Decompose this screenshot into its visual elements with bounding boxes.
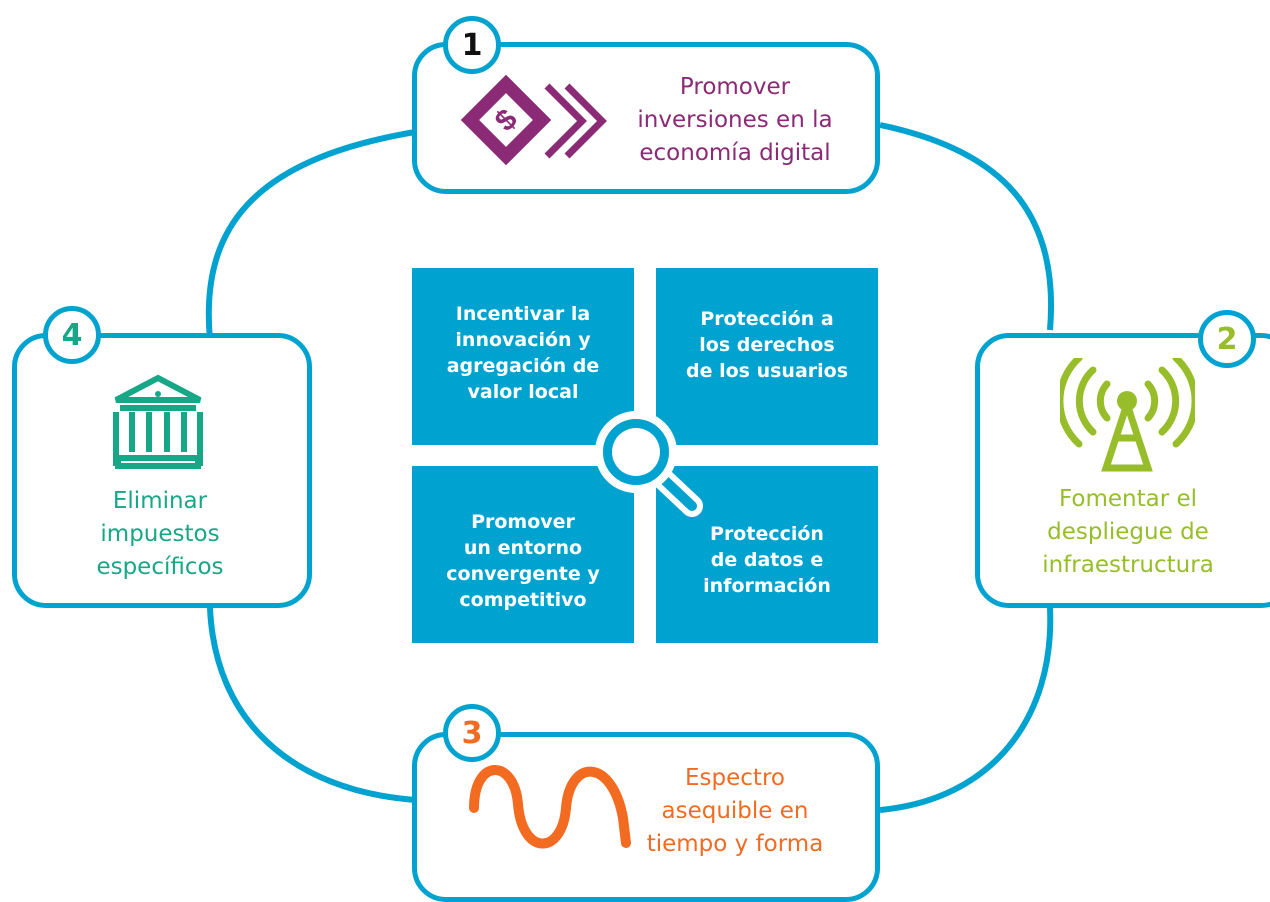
quadrant-line: competitivo [459, 588, 587, 611]
item-label-line: asequible en [661, 798, 809, 824]
magnifier-icon [595, 411, 703, 517]
item-card-2 [975, 333, 1270, 608]
bank-building-icon [113, 374, 203, 469]
quadrant-line: Promover [471, 510, 575, 533]
antenna-tower-icon [1060, 358, 1195, 472]
quadrant-line: Incentivar la [455, 302, 591, 325]
item-label-line: Eliminar [112, 488, 208, 514]
quadrant-line: convergente y [446, 562, 600, 585]
item-label-line: economía digital [639, 140, 831, 166]
quadrant-line: valor local [467, 380, 579, 403]
item-number-3: 3 [443, 704, 501, 762]
center-quadrant-1: Incentivar la innovación y agregación de… [412, 268, 634, 445]
quadrant-line: información [703, 574, 831, 597]
item-label-3: Espectro asequible en tiempo y forma [625, 762, 845, 861]
quadrant-line: Protección a [700, 307, 834, 330]
item-label-line: despliegue de [1047, 519, 1209, 545]
item-label-line: Fomentar el [1058, 486, 1198, 512]
item-number-2: 2 [1198, 310, 1256, 368]
item-label-line: inversiones en la [637, 107, 833, 133]
item-card-3 [412, 732, 880, 902]
item-label-line: tiempo y forma [646, 831, 824, 857]
wave-icon [469, 765, 631, 849]
quadrant-line: los derechos [699, 333, 835, 356]
item-label-line: impuestos [100, 521, 220, 547]
item-label-line: Espectro [685, 765, 785, 791]
quadrant-line: de datos e [710, 548, 824, 571]
connecting-ring [205, 122, 1054, 813]
quadrant-line: de los usuarios [685, 359, 849, 382]
item-label-line: infraestructura [1042, 552, 1214, 578]
item-label-4: Eliminar impuestos específicos [40, 485, 280, 584]
item-label-2: Fomentar el despliegue de infraestructur… [1008, 483, 1248, 582]
diagram: 1 $ Promover inversiones en la economía … [12, 16, 1270, 902]
quadrant-line: un entorno [463, 536, 583, 559]
quadrant-line: agregación de [446, 354, 600, 377]
item-number-4: 4 [43, 306, 101, 364]
item-label-line: Promover [679, 74, 791, 100]
center-quadrant-3: Promover un entorno convergente y compet… [412, 466, 634, 643]
item-number-1: 1 [443, 16, 501, 74]
item-label-line: específicos [96, 554, 224, 580]
quadrant-line: Protección [710, 522, 824, 545]
money-bills-icon: $ [460, 74, 607, 166]
item-label-1: Promover inversiones en la economía digi… [615, 71, 855, 170]
center-quadrant-2: Protección a los derechos de los usuario… [656, 268, 878, 445]
quadrant-line: innovación y [455, 328, 591, 351]
